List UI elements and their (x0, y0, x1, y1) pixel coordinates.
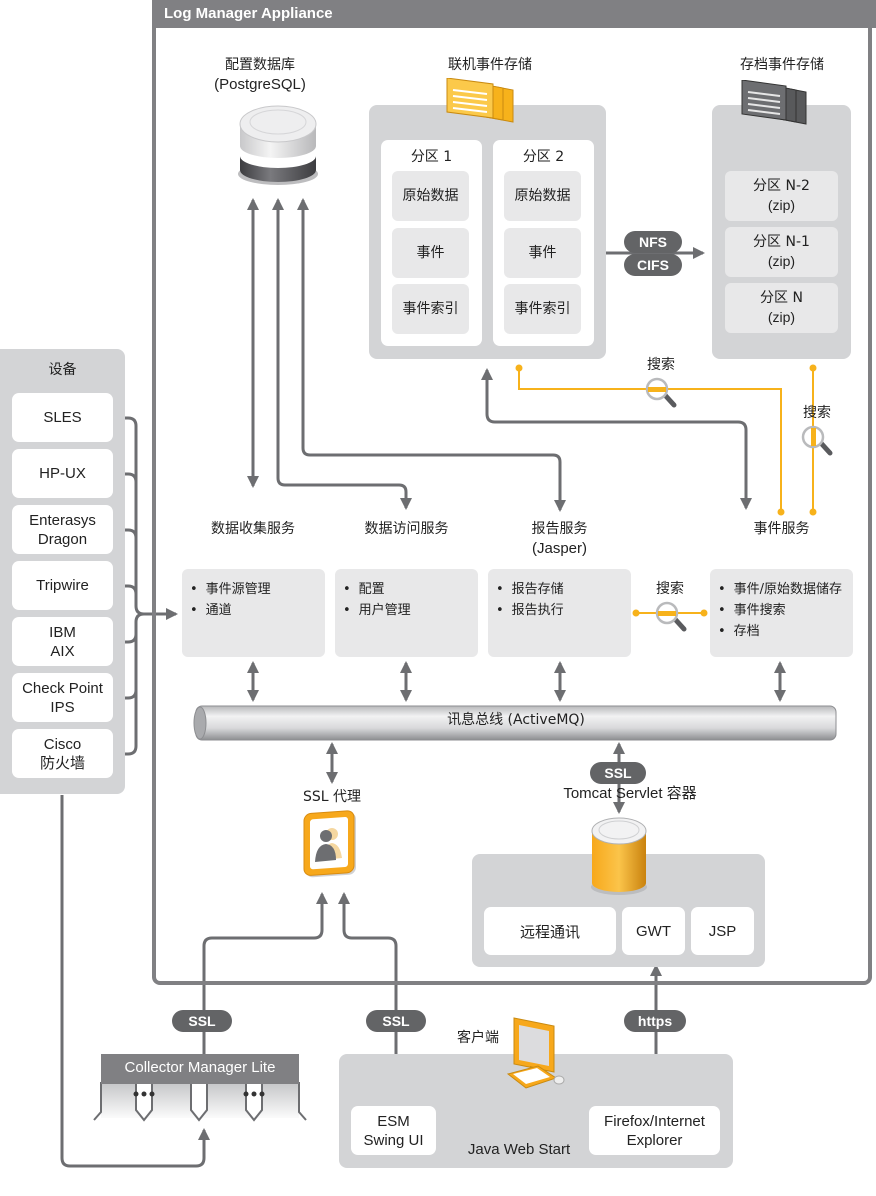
device-item: Check Point IPS (12, 673, 113, 722)
partition-item: 原始数据 (504, 171, 581, 221)
service-feature: 事件/原始数据储存 (718, 579, 851, 600)
esm-ssl-badge: SSL (366, 1010, 426, 1032)
service-box-report: 报告存储报告执行 (488, 569, 631, 657)
search-label-report: 搜索 (656, 581, 684, 597)
tomcat-module-jsp: JSP (691, 907, 754, 955)
search-icon (645, 377, 677, 408)
service-box-event: 事件/原始数据储存事件搜索存档 (710, 569, 853, 657)
search-icon (801, 425, 833, 456)
tomcat-ssl-badge: SSL (590, 762, 646, 784)
service-title: 报告服务 (531, 521, 588, 537)
cifs-badge: CIFS (624, 254, 682, 276)
database-icon (238, 105, 318, 185)
service-feature: 存档 (718, 621, 851, 642)
device-item: HP-UX (12, 449, 113, 498)
device-item: IBM AIX (12, 617, 113, 666)
browser-box: Firefox/Internet Explorer (589, 1106, 720, 1155)
partition-item: 原始数据 (392, 171, 469, 221)
java-web-start-label: Java Web Start (467, 1141, 571, 1158)
service-box-collection: 事件源管理通道 (182, 569, 325, 657)
service-title: 数据访问服务 (364, 521, 449, 537)
partition-item: 事件 (504, 228, 581, 278)
config-db-subtitle: (PostgreSQL) (214, 76, 306, 93)
collector-manager-icon (93, 1054, 307, 1122)
archive-partition-format: (zip) (767, 309, 796, 325)
device-item: Tripwire (12, 561, 113, 610)
appliance-frame (152, 0, 872, 985)
device-item: Cisco 防火墙 (12, 729, 113, 778)
tomcat-module-remoting: 远程通讯 (484, 907, 616, 955)
nfs-badge: NFS (624, 231, 682, 253)
partition-item: 事件索引 (504, 284, 581, 334)
archive-partition-name: 分区 N-2 (753, 178, 810, 194)
archive-partition: 分区 N-2 (zip) (725, 171, 838, 221)
message-bus-pipe (193, 705, 837, 741)
service-subtitle: (Jasper) (531, 540, 587, 557)
service-feature: 配置 (343, 579, 470, 600)
archive-partition-name: 分区 N-1 (753, 234, 810, 250)
partition-title: 分区 1 (410, 149, 453, 165)
device-item: Enterasys Dragon (12, 505, 113, 554)
service-feature: 报告执行 (496, 600, 623, 621)
collector-ssl-badge: SSL (172, 1010, 232, 1032)
service-feature: 事件源管理 (190, 579, 317, 600)
esm-swing-ui-box: ESM Swing UI (351, 1106, 436, 1155)
service-title: 数据收集服务 (211, 521, 295, 537)
tomcat-container-icon (591, 817, 647, 895)
service-feature: 事件搜索 (718, 600, 851, 621)
config-db-title: 配置数据库 (225, 57, 295, 73)
online-storage-docs-icon (446, 78, 514, 123)
service-title: 事件服务 (753, 521, 810, 537)
service-feature: 报告存储 (496, 579, 623, 600)
client-computer-icon (506, 1017, 565, 1089)
archive-storage-docs-icon (741, 80, 807, 125)
device-item: SLES (12, 393, 113, 442)
archive-partition: 分区 N-1 (zip) (725, 227, 838, 277)
service-feature: 用户管理 (343, 600, 470, 621)
tomcat-label: Tomcat Servlet 容器 (563, 785, 697, 802)
appliance-title: Log Manager Appliance (152, 0, 876, 28)
partition-item: 事件索引 (392, 284, 469, 334)
search-label-online: 搜索 (647, 357, 675, 373)
collector-manager-label: Collector Manager Lite (124, 1059, 276, 1076)
tomcat-module-gwt: GWT (622, 907, 685, 955)
client-title: 客户端 (457, 1030, 499, 1046)
partition-title: 分区 2 (522, 149, 565, 165)
search-icon (655, 601, 687, 632)
service-feature: 通道 (190, 600, 317, 621)
service-box-access: 配置用户管理 (335, 569, 478, 657)
archive-partition-format: (zip) (767, 253, 796, 269)
ssl-proxy-user-icon (303, 810, 356, 878)
archive-partition-name: 分区 N (760, 290, 803, 306)
message-bus-label: 讯息总线 (ActiveMQ) (447, 712, 585, 728)
archive-partition-format: (zip) (767, 197, 796, 213)
devices-title: 设备 (48, 362, 77, 378)
archive-partition: 分区 N (zip) (725, 283, 838, 333)
search-label-archive: 搜索 (803, 405, 831, 421)
archive-storage-title: 存档事件存储 (740, 57, 824, 73)
https-badge: https (624, 1010, 686, 1032)
partition-item: 事件 (392, 228, 469, 278)
ssl-proxy-label: SSL 代理 (302, 789, 362, 805)
online-storage-title: 联机事件存储 (448, 57, 532, 73)
